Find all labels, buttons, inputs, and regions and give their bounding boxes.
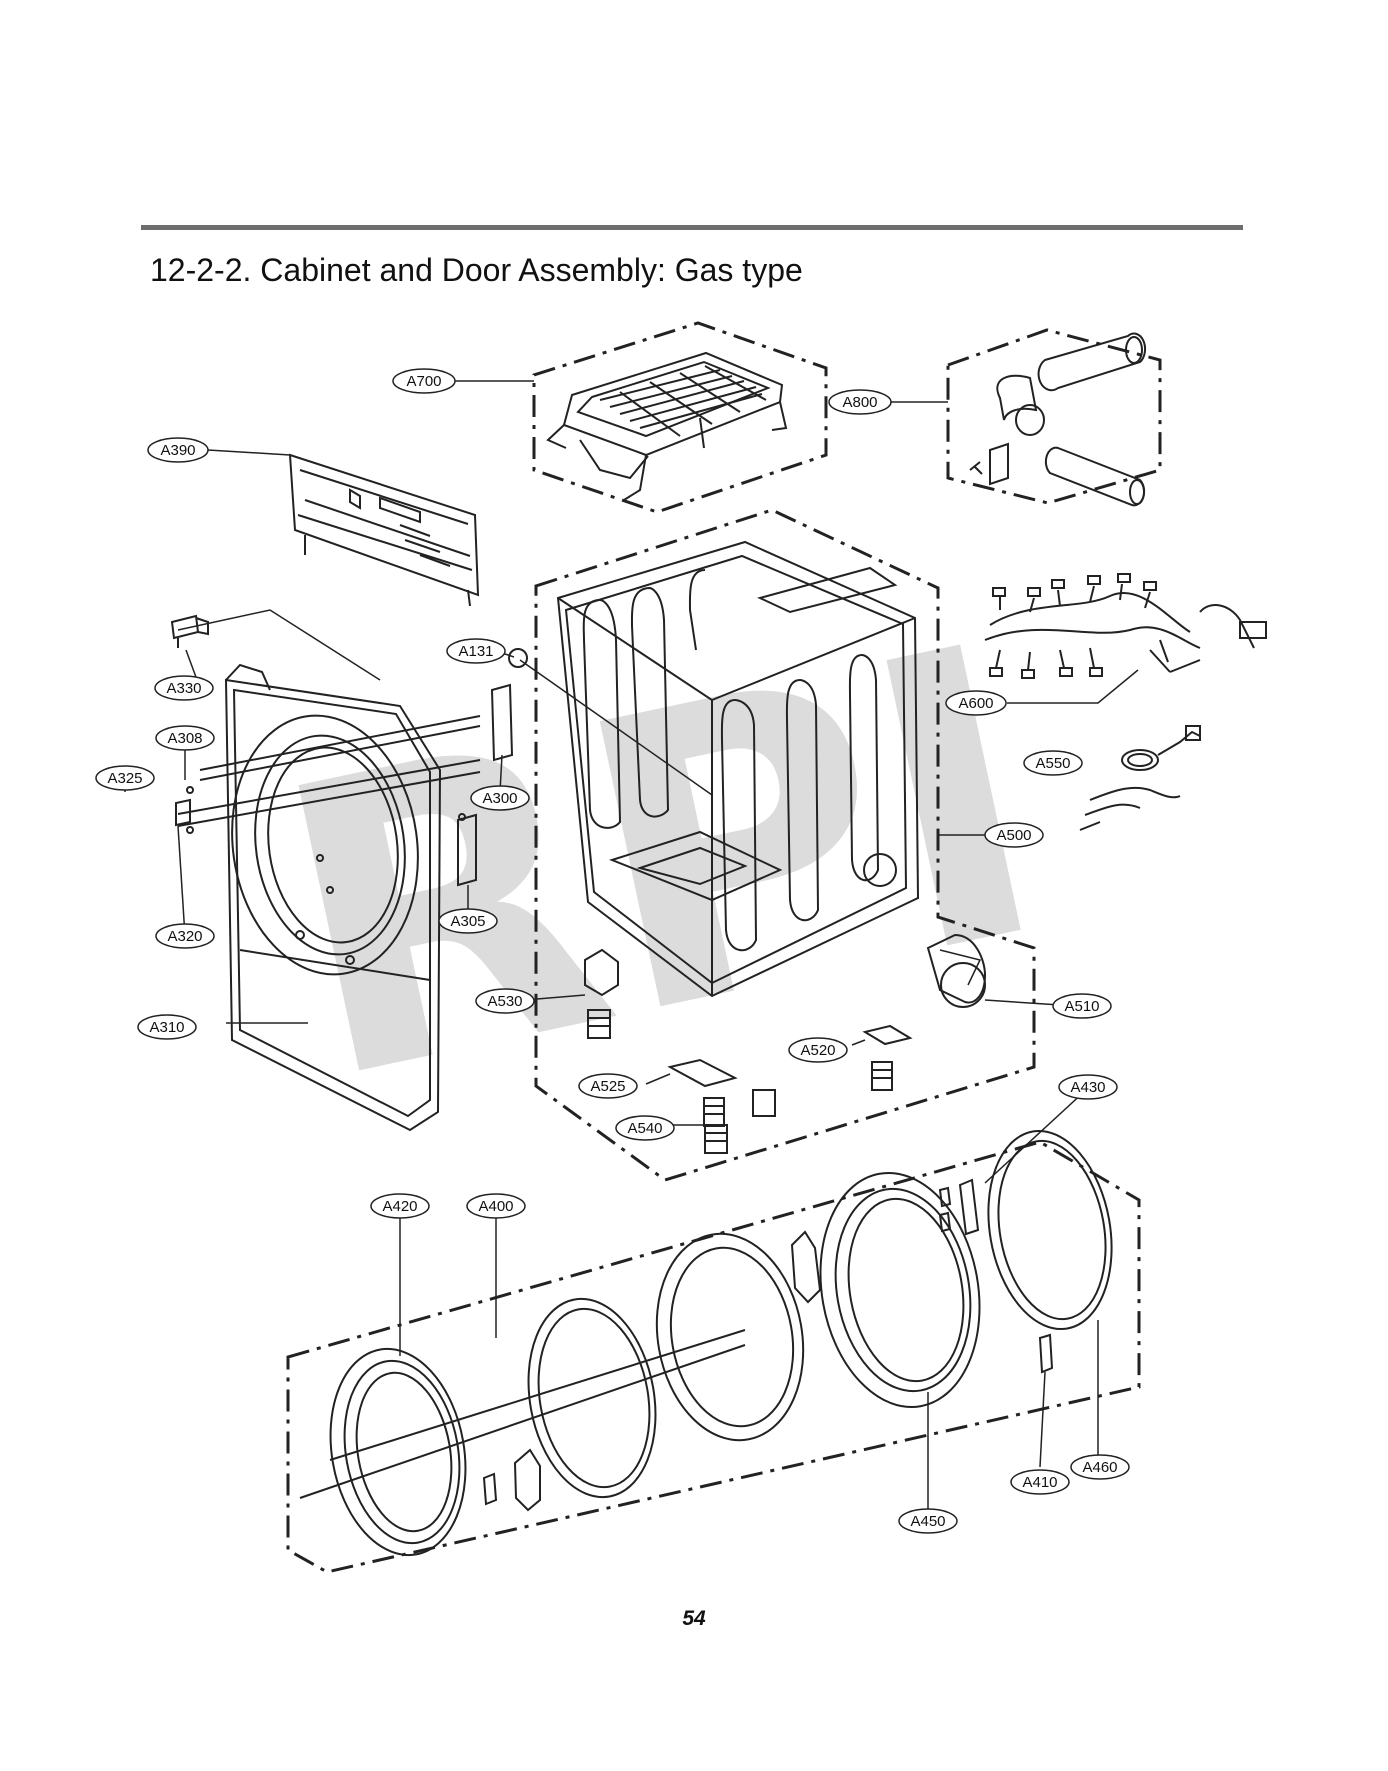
svg-text:A320: A320 bbox=[167, 928, 202, 945]
callout-a460: A460 bbox=[1070, 1454, 1130, 1480]
svg-text:A420: A420 bbox=[382, 1198, 417, 1215]
callout-a420: A420 bbox=[370, 1193, 430, 1219]
rpi-watermark: RPI bbox=[246, 560, 1076, 1171]
callout-a308: A308 bbox=[155, 725, 215, 751]
callout-a530: A530 bbox=[475, 988, 535, 1014]
svg-text:A700: A700 bbox=[406, 373, 441, 390]
svg-text:A520: A520 bbox=[800, 1042, 835, 1059]
drying-rack bbox=[546, 351, 788, 501]
leader-lines bbox=[124, 380, 1139, 1513]
callouts: A700 A800 A390 A131 A600 A330 A308 A325 … bbox=[95, 368, 1130, 1534]
callout-a520: A520 bbox=[788, 1037, 848, 1063]
front-panel bbox=[224, 663, 442, 1132]
group-outline-door bbox=[286, 1140, 1141, 1574]
callout-a700: A700 bbox=[392, 368, 456, 394]
callout-a540: A540 bbox=[615, 1115, 675, 1141]
svg-text:A430: A430 bbox=[1070, 1079, 1105, 1096]
group-outline-a800 bbox=[946, 328, 1162, 505]
leveling-legs-and-brackets bbox=[584, 933, 987, 1154]
callout-a305: A305 bbox=[438, 908, 498, 934]
callout-a310: A310 bbox=[137, 1014, 197, 1040]
svg-text:A300: A300 bbox=[482, 790, 517, 807]
svg-text:A131: A131 bbox=[458, 643, 493, 660]
watermark-text: RPI bbox=[246, 560, 1076, 1171]
exhaust-duct-kit bbox=[969, 332, 1147, 507]
callout-a325: A325 bbox=[95, 765, 155, 791]
callout-a525: A525 bbox=[578, 1073, 638, 1099]
callout-a500: A500 bbox=[984, 822, 1044, 848]
svg-text:A600: A600 bbox=[958, 695, 993, 712]
svg-text:A510: A510 bbox=[1064, 998, 1099, 1015]
page-title: 12-2-2. Cabinet and Door Assembly: Gas t… bbox=[150, 252, 803, 288]
svg-text:A800: A800 bbox=[842, 394, 877, 411]
callout-a800: A800 bbox=[828, 389, 892, 415]
svg-text:A540: A540 bbox=[627, 1120, 662, 1137]
wire-harness bbox=[984, 573, 1267, 679]
svg-text:A308: A308 bbox=[167, 730, 202, 747]
svg-text:A460: A460 bbox=[1082, 1459, 1117, 1476]
callout-a300: A300 bbox=[470, 785, 530, 811]
svg-text:A550: A550 bbox=[1035, 755, 1070, 772]
svg-text:A305: A305 bbox=[450, 913, 485, 930]
group-outline-a700 bbox=[532, 321, 828, 514]
svg-text:A530: A530 bbox=[487, 993, 522, 1010]
svg-text:A400: A400 bbox=[478, 1198, 513, 1215]
svg-text:A450: A450 bbox=[910, 1513, 945, 1530]
svg-text:A325: A325 bbox=[107, 770, 142, 787]
group-outline-cabinet bbox=[534, 508, 1036, 1182]
callout-a131: A131 bbox=[446, 638, 506, 664]
control-panel-bracket bbox=[288, 453, 480, 607]
svg-text:A330: A330 bbox=[166, 680, 201, 697]
callout-a400: A400 bbox=[466, 1193, 526, 1219]
callout-a600: A600 bbox=[945, 690, 1007, 716]
callout-a430: A430 bbox=[1058, 1074, 1118, 1100]
cross-rails bbox=[126, 648, 528, 894]
callout-a330: A330 bbox=[154, 675, 214, 701]
callout-a550: A550 bbox=[1023, 750, 1083, 776]
callout-a410: A410 bbox=[1010, 1469, 1070, 1495]
cabinet-body bbox=[556, 540, 920, 998]
callout-a390: A390 bbox=[147, 437, 209, 463]
callout-a450: A450 bbox=[898, 1508, 958, 1534]
svg-text:A525: A525 bbox=[590, 1078, 625, 1095]
page-number: 54 bbox=[682, 1607, 706, 1630]
power-cord bbox=[1079, 725, 1201, 831]
header-rule bbox=[141, 225, 1243, 230]
svg-text:A390: A390 bbox=[160, 442, 195, 459]
door-assembly-parts bbox=[299, 1129, 1113, 1557]
svg-text:A310: A310 bbox=[149, 1019, 184, 1036]
svg-text:A410: A410 bbox=[1022, 1474, 1057, 1491]
callout-a320: A320 bbox=[155, 923, 215, 949]
svg-text:A500: A500 bbox=[996, 827, 1031, 844]
switch-bracket bbox=[170, 614, 209, 648]
callout-a510: A510 bbox=[1052, 993, 1112, 1019]
